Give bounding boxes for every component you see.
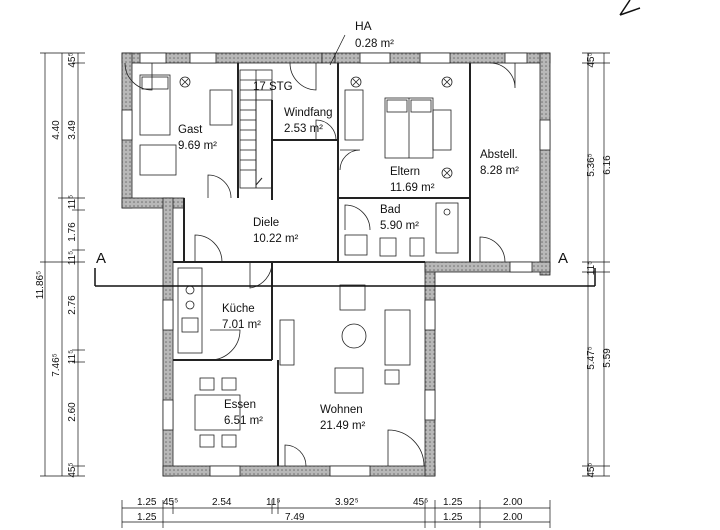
dim-left-inner-8: 11⁵ [67,350,78,365]
dim-bottom-8: 2.00 [503,497,523,508]
room-gast-area: 9.69 m² [178,140,217,152]
dim-bottom-7: 1.25 [443,497,463,508]
furniture [139,74,459,448]
room-kueche-name: Küche [222,303,255,315]
room-windfang-area: 2.53 m² [284,123,323,135]
room-essen-area: 6.51 m² [224,415,263,427]
dim-bottom-4: 11⁵ [266,497,281,508]
dim-bottom-6: 45⁵ [413,497,428,508]
dim-bottom-2: 45⁵ [163,497,178,508]
dimension-lines [40,52,610,528]
dim-right-1: 45⁵ [586,52,597,67]
section-label-left: A [96,250,106,267]
dim-left-inner-2: 45⁵ [67,52,78,67]
dim-left-inner-6: 11⁵ [67,251,78,266]
room-essen-name: Essen [224,399,256,411]
dim-left-inner-10: 45⁵ [67,462,78,477]
room-bad-name: Bad [380,204,400,216]
ha-leader [329,34,346,66]
section-label-right: A [558,250,568,267]
dim-bottom-1: 1.25 [137,497,157,508]
dim-left-inner-9: 2.60 [67,402,78,422]
dim-bottom-3: 2.54 [212,497,232,508]
room-kueche-area: 7.01 m² [222,319,261,331]
stairs [239,69,273,189]
windows [121,52,551,477]
stairs-label: 17 STG [253,81,293,93]
ha-area: 0.28 m² [355,38,394,50]
dim-left-outer-1: 11.86⁵ [35,271,46,299]
room-windfang-name: Windfang [284,107,333,119]
room-wohnen-area: 21.49 m² [320,420,366,432]
dim-right-4: 11⁵ [586,261,597,276]
dim-left-inner-3: 3.49 [67,120,78,140]
corner-mark [619,0,641,16]
room-eltern-name: Eltern [390,166,420,178]
room-diele-area: 10.22 m² [253,233,299,245]
dim-bottom-row2-1: 1.25 [137,512,157,523]
dim-right-7: 45⁵ [586,462,597,477]
room-wohnen-name: Wohnen [320,404,363,416]
room-abstell-name: Abstell. [480,149,518,161]
dim-bottom-5: 3.92⁵ [335,497,359,508]
dim-left-inner-1: 4.40 [51,120,62,140]
dim-right-6: 5.59 [602,348,613,368]
room-diele-name: Diele [253,217,279,229]
dim-right-3: 6.16 [602,155,613,175]
dim-bottom-row2-2: 7.49 [285,512,305,523]
dim-left-outer-2: 7.46⁵ [51,353,62,377]
room-abstell-area: 8.28 m² [480,165,519,177]
dim-bottom-row2-3: 1.25 [443,512,463,523]
section-line: A A [94,250,596,287]
dim-right-5: 5.47⁵ [586,346,597,370]
room-eltern-area: 11.69 m² [390,182,435,194]
room-bad-area: 5.90 m² [380,220,419,232]
ha-label: HA [355,19,372,33]
dim-bottom-row2-4: 2.00 [503,512,523,523]
dim-left-inner-5: 1.76 [67,222,78,242]
dim-left-inner-7: 2.76 [67,295,78,315]
door-swings [124,62,516,467]
dim-right-2: 5.36⁵ [586,153,597,177]
dim-left-inner-4: 11⁵ [67,195,78,210]
room-gast-name: Gast [178,124,203,136]
